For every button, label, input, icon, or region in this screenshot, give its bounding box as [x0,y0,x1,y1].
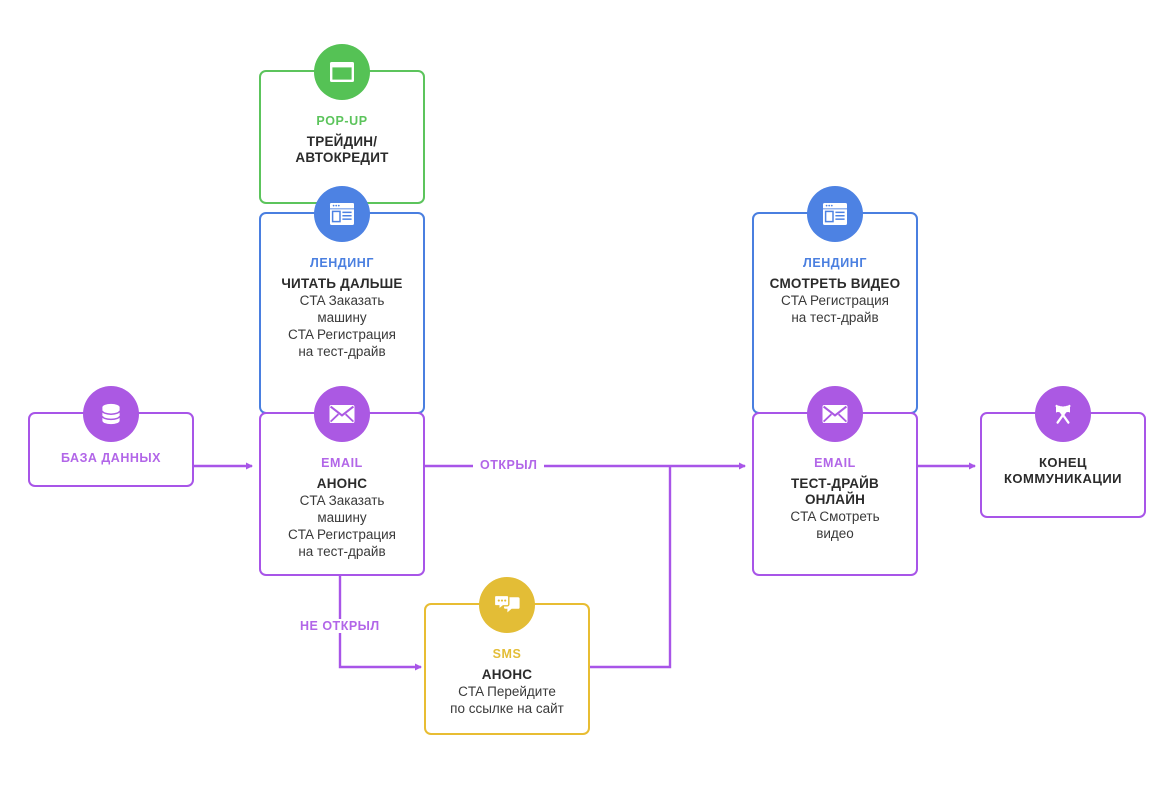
node-landing-left-kicker: ЛЕНДИНГ [310,256,374,270]
node-end[interactable]: КОНЕЦ КОММУНИКАЦИИ [980,386,1146,518]
node-email-right-sub1: CTA Смотреть [790,508,880,524]
node-email-left-sub3: CTA Регистрация [288,527,396,543]
node-email-right[interactable]: EMAIL ТЕСТ-ДРАЙВ ОНЛАЙН CTA Смотреть вид… [752,386,918,576]
node-landing-left-sub1: CTA Заказать [299,292,385,308]
node-sms-sub1: CTA Перейдите [458,683,556,699]
chat-bubbles-icon [479,577,535,633]
node-email-right-headline-line2: ОНЛАЙН [804,491,866,507]
database-icon [83,386,139,442]
landing-page-icon [314,186,370,242]
node-landing-right[interactable]: ЛЕНДИНГ СМОТРЕТЬ ВИДЕО CTA Регистрация н… [752,186,918,414]
node-landing-left[interactable]: ЛЕНДИНГ ЧИТАТЬ ДАЛЬШЕ CTA Заказать машин… [259,186,425,414]
node-sms-kicker: SMS [492,647,522,661]
popup-window-icon [314,44,370,100]
edge-label-not-opened: НЕ ОТКРЫЛ [293,619,387,633]
node-popup-kicker: POP-UP [316,114,368,128]
crossed-flags-icon [1035,386,1091,442]
node-landing-right-sub1: CTA Регистрация [781,292,889,308]
node-landing-left-sub2: машину [317,310,367,326]
node-database[interactable]: БАЗА ДАННЫХ [28,386,194,487]
node-landing-right-kicker: ЛЕНДИНГ [803,256,867,270]
edge-sms-to-email-right [590,466,672,669]
landing-page-icon [807,186,863,242]
node-email-left[interactable]: EMAIL АНОНС CTA Заказать машину CTA Реги… [259,386,425,576]
node-popup-headline-line2: АВТОКРЕДИТ [295,149,389,165]
node-email-left-sub2: машину [317,510,367,526]
node-sms-sub2: по ссылке на сайт [450,701,564,717]
node-email-right-headline-line1: ТЕСТ-ДРАЙВ [790,476,880,491]
node-sms[interactable]: SMS АНОНС CTA Перейдите по ссылке на сай… [424,577,590,735]
node-end-label-line2: КОММУНИКАЦИИ [1003,471,1123,487]
node-email-right-kicker: EMAIL [814,456,856,470]
node-landing-left-sub3: CTA Регистрация [288,327,396,343]
node-email-left-sub1: CTA Заказать [299,492,385,508]
node-email-left-kicker: EMAIL [321,456,363,470]
node-sms-headline: АНОНС [481,667,533,682]
node-landing-left-sub4: на тест-драйв [298,344,386,360]
node-landing-left-headline: ЧИТАТЬ ДАЛЬШЕ [281,276,403,291]
envelope-icon [314,386,370,442]
edge-label-opened: ОТКРЫЛ [473,458,545,472]
envelope-icon [807,386,863,442]
node-email-left-sub4: на тест-драйв [298,544,386,560]
node-popup-headline-line1: ТРЕЙДИН/ [306,134,378,149]
node-database-label: БАЗА ДАННЫХ [61,451,161,465]
node-email-left-headline: АНОНС [316,476,368,491]
node-end-label-line1: КОНЕЦ [1038,455,1088,470]
node-popup[interactable]: POP-UP ТРЕЙДИН/ АВТОКРЕДИТ [259,44,425,204]
node-landing-right-headline: СМОТРЕТЬ ВИДЕО [769,276,901,291]
node-landing-right-sub2: на тест-драйв [791,310,879,326]
node-email-right-sub2: видео [816,526,854,542]
